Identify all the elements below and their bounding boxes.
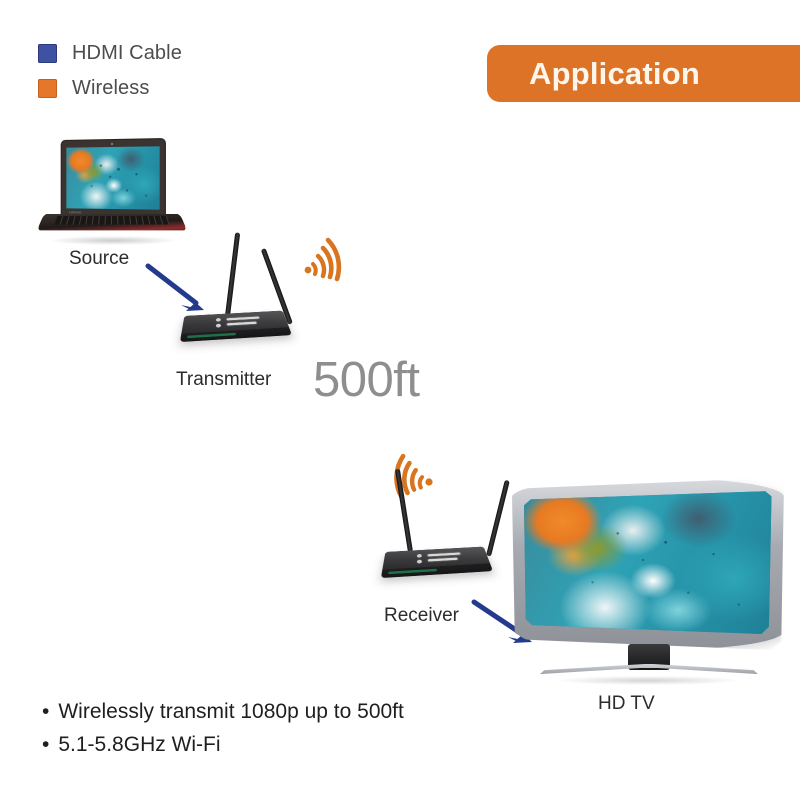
receiver-button xyxy=(416,559,423,564)
tv-screen xyxy=(524,491,772,635)
tv-shadow xyxy=(558,676,738,685)
antenna-left-icon xyxy=(225,232,241,317)
receiver-body xyxy=(380,546,494,579)
feature-list: • Wirelessly transmit 1080p up to 500ft … xyxy=(42,700,404,757)
webcam-icon xyxy=(110,142,114,146)
transmitter-body xyxy=(179,310,293,343)
transmitter-top-panel xyxy=(181,310,289,334)
bullet-icon: • xyxy=(42,700,50,723)
receiver-button xyxy=(416,553,422,558)
receiver-led xyxy=(427,557,458,562)
node-label-hdtv: HD TV xyxy=(598,693,655,714)
legend-item-label: HDMI Cable xyxy=(72,42,182,64)
curved-tv-icon xyxy=(512,478,784,688)
laptop-keyboard xyxy=(54,215,170,225)
transmitter-button xyxy=(215,317,221,322)
feature-text: Wirelessly transmit 1080p up to 500ft xyxy=(58,700,404,723)
square-swatch-icon xyxy=(38,44,57,63)
node-label-transmitter: Transmitter xyxy=(176,369,272,390)
square-swatch-icon xyxy=(38,79,57,98)
laptop-lid: Lenovo xyxy=(61,139,165,217)
antenna-right-icon xyxy=(486,479,510,557)
feature-text: 5.1-5.8GHz Wi-Fi xyxy=(58,733,221,756)
distance-label: 500ft xyxy=(313,353,420,407)
node-label-source: Source xyxy=(69,248,130,269)
application-banner: Application xyxy=(487,45,800,102)
list-item: • Wirelessly transmit 1080p up to 500ft xyxy=(42,700,404,724)
laptop-shadow xyxy=(50,236,176,245)
receiver-led xyxy=(427,552,461,557)
transmitter-led xyxy=(226,316,260,321)
antenna-left-icon xyxy=(394,468,413,553)
bullet-icon: • xyxy=(42,733,50,756)
node-label-receiver: Receiver xyxy=(384,605,459,626)
transmitter-front-strip xyxy=(186,332,237,339)
receiver-top-panel xyxy=(382,546,490,570)
legend: HDMI Cable Wireless xyxy=(38,42,182,100)
application-banner-title: Application xyxy=(529,55,700,91)
hdmi-arrow-source-to-transmitter xyxy=(145,263,204,311)
coral-reef-detail xyxy=(524,491,772,635)
laptop-screen xyxy=(66,146,160,210)
legend-item-label: Wireless xyxy=(72,77,150,99)
wifi-signal-icon xyxy=(304,237,342,282)
transmitter-button xyxy=(215,323,222,328)
receiver-front-strip xyxy=(387,568,438,575)
list-item: • 5.1-5.8GHz Wi-Fi xyxy=(42,733,404,757)
legend-item-wireless: Wireless xyxy=(38,77,182,100)
laptop-base xyxy=(36,214,188,231)
transmitter-led xyxy=(226,321,257,326)
coral-reef-detail xyxy=(66,146,160,210)
laptop-icon: Lenovo xyxy=(36,139,188,248)
legend-item-hdmi-cable: HDMI Cable xyxy=(38,42,182,65)
